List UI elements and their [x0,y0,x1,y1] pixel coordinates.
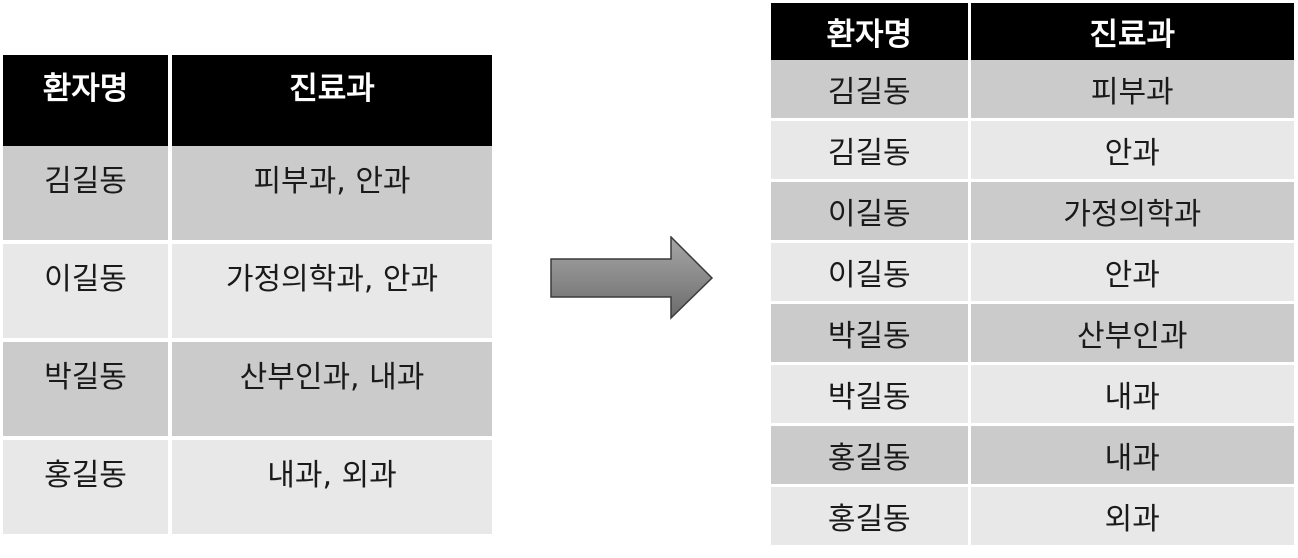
header-patient-name: 환자명 [771,3,969,60]
department-cell: 내과, 외과 [168,436,492,534]
patient-name-cell: 이길동 [771,240,969,303]
patient-name-cell: 홍길동 [771,423,969,486]
patient-name-cell: 홍길동 [3,436,170,534]
table-row: 박길동 내과 [771,362,1294,425]
table-row: 김길동 피부과, 안과 [3,146,492,242]
table-row: 김길동 안과 [771,118,1294,181]
department-cell: 피부과 [967,60,1294,120]
patient-name-cell: 박길동 [771,301,969,364]
department-cell: 산부인과, 내과 [168,338,492,438]
department-cell: 내과 [967,423,1294,486]
table-row: 이길동 안과 [771,240,1294,303]
department-cell: 안과 [967,240,1294,303]
after-table: 환자명 진료과 김길동 피부과 김길동 안과 이길동 가정의학과 이길동 안과 … [771,3,1294,545]
patient-name-cell: 이길동 [3,240,170,340]
table-row: 이길동 가정의학과, 안과 [3,240,492,340]
table-row: 박길동 산부인과 [771,301,1294,364]
header-department: 진료과 [168,55,492,146]
department-cell: 내과 [967,362,1294,425]
patient-name-cell: 김길동 [771,60,969,120]
department-cell: 가정의학과, 안과 [168,240,492,340]
header-row: 환자명 진료과 [771,3,1294,60]
patient-name-cell: 박길동 [771,362,969,425]
department-cell: 안과 [967,118,1294,181]
table-row: 박길동 산부인과, 내과 [3,338,492,438]
header-row: 환자명 진료과 [3,55,492,146]
department-cell: 가정의학과 [967,179,1294,242]
table-row: 홍길동 내과, 외과 [3,436,492,534]
department-cell: 피부과, 안과 [168,146,492,242]
table-row: 이길동 가정의학과 [771,179,1294,242]
department-cell: 산부인과 [967,301,1294,364]
table-row: 홍길동 외과 [771,484,1294,545]
patient-name-cell: 김길동 [3,146,170,242]
patient-name-cell: 이길동 [771,179,969,242]
table-row: 김길동 피부과 [771,60,1294,120]
before-table: 환자명 진료과 김길동 피부과, 안과 이길동 가정의학과, 안과 박길동 산부… [3,55,492,534]
right-arrow-icon [550,236,714,320]
patient-name-cell: 박길동 [3,338,170,438]
table-row: 홍길동 내과 [771,423,1294,486]
department-cell: 외과 [967,484,1294,545]
patient-name-cell: 홍길동 [771,484,969,545]
patient-name-cell: 김길동 [771,118,969,181]
header-department: 진료과 [967,3,1294,60]
header-patient-name: 환자명 [3,55,170,146]
